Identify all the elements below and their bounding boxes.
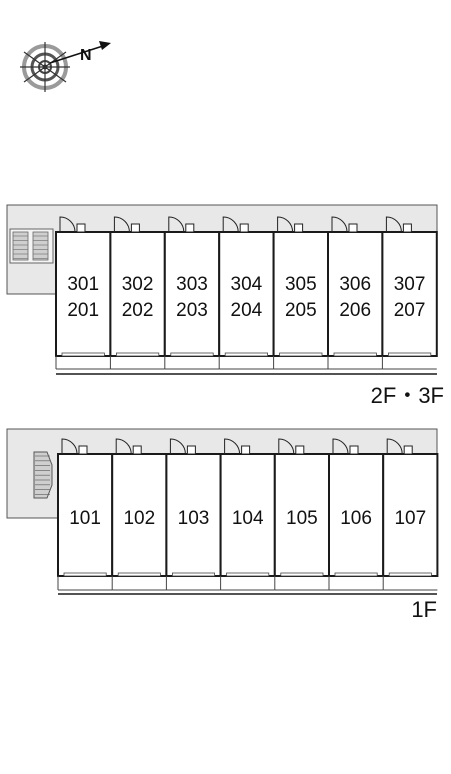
unit-number: 102 — [123, 508, 155, 529]
unit-number-upper: 302 — [122, 274, 154, 295]
unit-number-upper: 307 — [394, 274, 426, 295]
door-icon — [385, 216, 412, 233]
unit-number-lower: 206 — [339, 300, 371, 321]
door-icon — [277, 216, 304, 233]
door-icon — [168, 216, 195, 233]
lower-building: 101 102 103 104 105 106 107 1F — [6, 428, 439, 622]
unit-103: 103 — [165, 438, 222, 591]
door-icon — [278, 438, 305, 455]
floor-label-2f-3f: 2F・3F — [371, 383, 444, 408]
door-icon — [61, 438, 88, 455]
unit-number-lower: 203 — [176, 300, 208, 321]
door-icon — [113, 216, 140, 233]
unit-number-upper: 301 — [67, 274, 99, 295]
unit-number: 105 — [286, 508, 318, 529]
unit-107: 107 — [382, 438, 439, 591]
door-icon — [59, 216, 86, 233]
upper-building: 3012013022023032033042043052053062063072… — [6, 204, 444, 408]
door-icon — [331, 216, 358, 233]
door-icon — [222, 216, 249, 233]
unit-number-lower: 201 — [67, 300, 99, 321]
unit-106: 106 — [328, 438, 385, 591]
unit-number: 103 — [178, 508, 210, 529]
unit-101: 101 — [57, 438, 114, 591]
unit-number-lower: 205 — [285, 300, 317, 321]
unit-102: 102 — [111, 438, 168, 591]
unit-number: 101 — [69, 508, 101, 529]
door-icon — [332, 438, 359, 455]
door-icon — [115, 438, 142, 455]
compass-north-letter: N — [80, 47, 92, 64]
unit-105: 105 — [273, 438, 330, 591]
unit-number-lower: 207 — [394, 300, 426, 321]
unit-number-upper: 306 — [339, 274, 371, 295]
unit-number-lower: 204 — [231, 300, 263, 321]
door-icon — [169, 438, 196, 455]
unit-number-lower: 202 — [122, 300, 154, 321]
stair-icon — [9, 228, 54, 264]
compass-icon: N — [20, 41, 111, 92]
unit-number-upper: 303 — [176, 274, 208, 295]
unit-number: 104 — [232, 508, 264, 529]
floor-label-1f: 1F — [411, 597, 437, 622]
door-icon — [386, 438, 413, 455]
unit-number-upper: 304 — [231, 274, 263, 295]
unit-104: 104 — [219, 438, 276, 591]
door-icon — [224, 438, 251, 455]
stair-icon — [33, 451, 53, 499]
unit-number-upper: 305 — [285, 274, 317, 295]
unit-number: 106 — [340, 508, 372, 529]
unit-number: 107 — [394, 508, 426, 529]
